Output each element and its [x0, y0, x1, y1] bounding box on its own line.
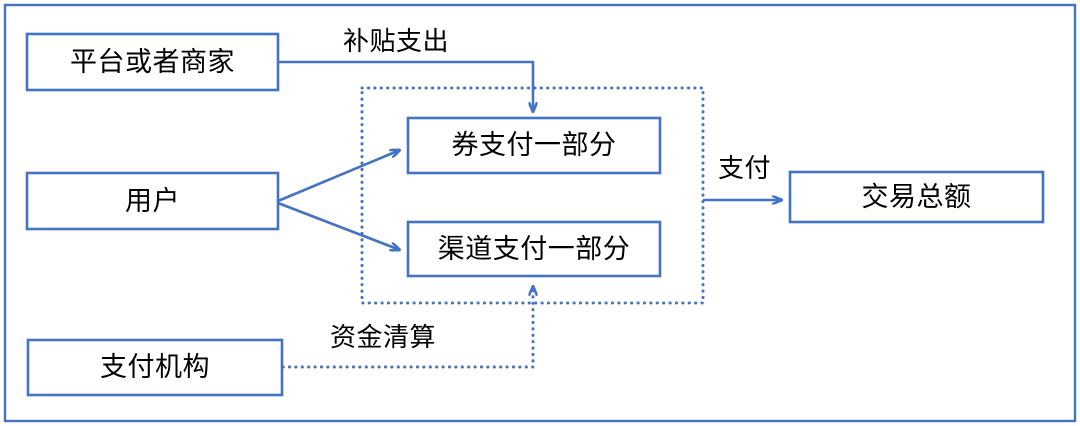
edge-user-to-coupon [277, 150, 400, 203]
payment-split-group-box [360, 86, 705, 305]
node-box-coupon-payment[interactable] [406, 116, 662, 175]
outer-frame [3, 3, 1077, 423]
node-box-user[interactable] [25, 171, 280, 231]
node-box-channel-payment[interactable] [406, 220, 662, 278]
edge-label-fund-settlement: 资金清算 [330, 322, 437, 352]
edge-label-subsidy-expense: 补贴支出 [343, 26, 450, 56]
edge-fund-settlement [281, 284, 533, 369]
node-box-platform-merchant[interactable] [25, 32, 280, 92]
edge-label-payment: 支付 [718, 153, 772, 183]
node-box-total-transaction[interactable] [788, 170, 1045, 224]
edge-subsidy-expense [278, 60, 533, 112]
node-box-payment-institution[interactable] [26, 338, 284, 397]
edge-user-to-channel [277, 201, 400, 250]
